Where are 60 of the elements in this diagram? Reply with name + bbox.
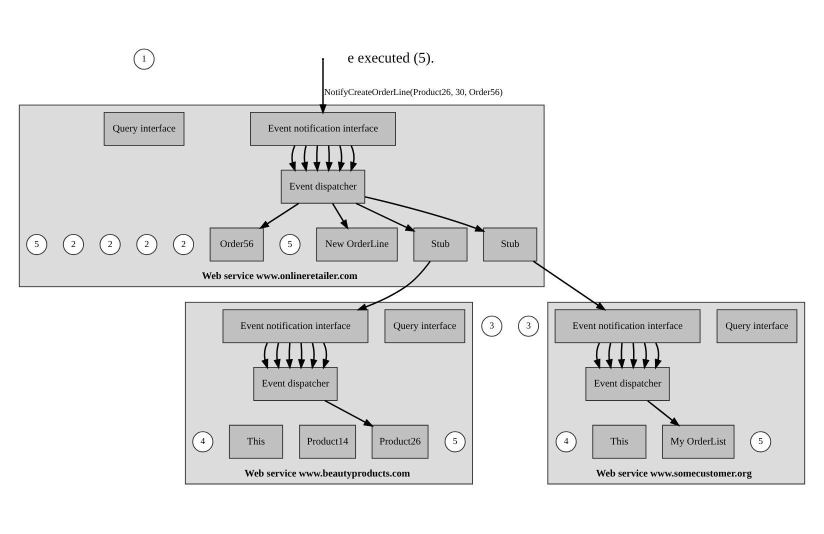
arrow <box>258 202 300 230</box>
arrow <box>319 60 327 115</box>
arrow <box>324 400 374 427</box>
arrow <box>647 400 680 427</box>
node-circle: 5 <box>444 431 466 452</box>
node-circle: 4 <box>556 431 577 452</box>
node-box: Query interface <box>104 112 184 146</box>
node-box: My OrderList <box>662 424 734 459</box>
node-circle: 5 <box>26 234 48 256</box>
arrow <box>642 342 650 370</box>
arrow <box>364 196 486 232</box>
arrow <box>356 260 431 310</box>
node-box: Event dispatcher <box>280 170 366 204</box>
node-box: Query interface <box>384 309 466 344</box>
arrow <box>310 342 318 370</box>
node-box: Stub <box>483 228 538 262</box>
arrow <box>332 203 349 230</box>
node-circle: 2 <box>100 234 121 256</box>
node-circle: 3 <box>481 316 502 337</box>
arrow <box>326 146 333 172</box>
node-circle: 3 <box>518 316 540 337</box>
node-box: This <box>592 424 646 459</box>
arrow <box>286 342 293 370</box>
node-circle: 2 <box>172 234 194 256</box>
edge-label: NotifyCreateOrderLine(Product26, 30, Order56) <box>324 86 503 97</box>
node-circle: 4 <box>192 431 214 452</box>
arrow <box>313 146 320 172</box>
node-box: Query interface <box>716 309 798 344</box>
arrow <box>356 202 416 232</box>
node-box: Event dispatcher <box>253 367 338 401</box>
node-circle: 5 <box>279 234 301 256</box>
node-circle: 2 <box>62 234 84 256</box>
arrow <box>350 145 358 172</box>
node-box: Order56 <box>210 228 264 262</box>
arrow <box>594 342 600 370</box>
arrow <box>630 342 638 370</box>
node-circle: 1 <box>134 48 155 70</box>
node-box: Stub <box>413 228 468 262</box>
arrow <box>301 146 308 172</box>
arrow <box>532 260 606 311</box>
node-box: Event notification interface <box>250 112 396 146</box>
node-box: New OrderLine <box>316 228 398 262</box>
arrow <box>288 145 296 172</box>
label: e executed (5). <box>348 50 434 67</box>
node-circle: 5 <box>750 431 772 452</box>
arrow <box>298 342 306 370</box>
arrow <box>606 342 613 370</box>
arrow <box>274 342 281 370</box>
arrow <box>322 342 330 370</box>
node-box: Product26 <box>372 424 429 459</box>
node-box: Event notification interface <box>222 309 368 344</box>
arrow <box>618 342 626 370</box>
node-box: Event notification interface <box>554 309 701 344</box>
arrow <box>338 146 345 172</box>
node-circle: 2 <box>136 234 158 256</box>
node-box: This <box>228 424 284 459</box>
node-box: Event dispatcher <box>585 367 670 401</box>
arrow <box>654 342 662 370</box>
node-box: Product14 <box>299 424 356 459</box>
arrow <box>261 342 268 370</box>
